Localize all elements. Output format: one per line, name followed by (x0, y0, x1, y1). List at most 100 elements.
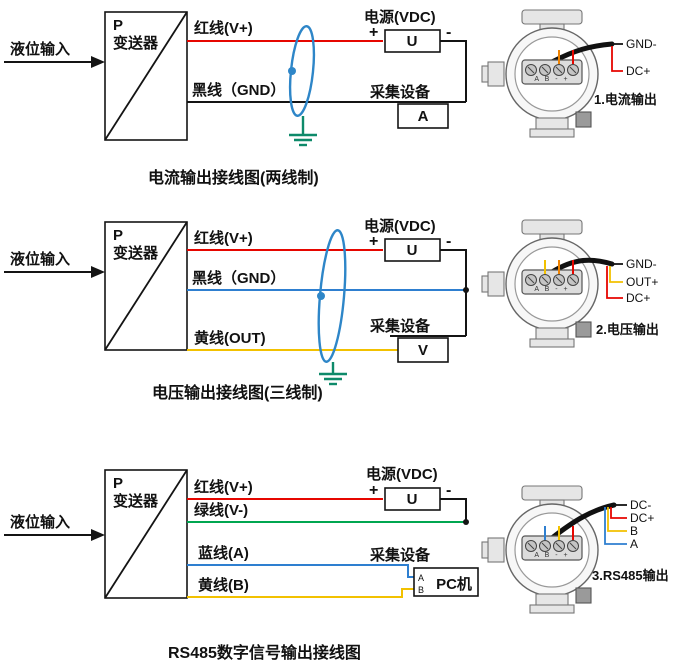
input-label: 液位输入 (10, 40, 70, 58)
device-illustration-voltage: A B - + GND- OUT+ DC+ 2.电压输出 (481, 219, 659, 348)
shield-junction-dot (288, 67, 296, 75)
section-caption: 电流输出接线图(两线制) (148, 168, 319, 187)
collector-title: 采集设备 (369, 317, 431, 335)
transmitter-box: P 变送器 (104, 469, 188, 599)
junction-dot (463, 519, 469, 525)
transmitter-name-label: 变送器 (113, 492, 159, 510)
plus-sign: + (369, 482, 378, 499)
input-arrow-head (91, 56, 105, 68)
minus-sign: - (446, 233, 451, 250)
lead-a (604, 507, 627, 545)
power-title: 电源(VDC) (364, 8, 436, 26)
lead-out-label: OUT+ (626, 275, 658, 289)
blue-wire-label: 蓝线(A) (198, 544, 249, 562)
power-title: 电源(VDC) (366, 465, 438, 483)
green-wire-label: 绿线(V-) (194, 501, 248, 519)
terminal-strip (521, 59, 583, 85)
collector-unit-box (397, 103, 449, 129)
red-wire-label: 红线(V+) (194, 229, 253, 247)
collector-unit-box (397, 337, 449, 363)
device-corner-block (575, 321, 592, 338)
collector-unit-label: V (418, 342, 428, 359)
power-unit-label: U (407, 242, 418, 259)
pc-rect (413, 567, 479, 597)
device-corner-block (575, 587, 592, 604)
yellow-wire (187, 588, 414, 598)
device-cable (549, 41, 615, 65)
pc-label: PC机 (436, 575, 472, 593)
lead-dcplus (610, 507, 627, 519)
input-label: 液位输入 (10, 513, 70, 531)
lead-dc-label: DC+ (626, 64, 650, 78)
power-return-wire (440, 40, 467, 102)
out-wire-label: 黄线(OUT) (194, 329, 266, 347)
terminal-strip (521, 269, 583, 295)
plus-sign: + (369, 24, 378, 41)
power-title: 电源(VDC) (364, 217, 436, 235)
device-cap (521, 219, 583, 235)
power-unit-label: U (407, 491, 418, 508)
lead-dcminus-label: DC- (630, 498, 651, 512)
terminal-labels: A B - + (534, 76, 569, 83)
device-caption: 1.电流输出 (594, 92, 657, 107)
lead-dc (606, 266, 623, 299)
power-return-wire (440, 249, 467, 336)
lead-dc-label: DC+ (626, 291, 650, 305)
lead-dc (611, 46, 623, 72)
lead-out (609, 266, 623, 283)
device-cap (521, 9, 583, 25)
device-bottom-base (529, 338, 575, 348)
section-caption: RS485数字信号输出接线图 (168, 643, 361, 662)
device-side-port (487, 271, 505, 297)
device-bottom-flange (535, 117, 569, 131)
device-bottom-base (529, 128, 575, 138)
shield-junction-dot (317, 292, 325, 300)
section-caption: 电压输出接线图(三线制) (152, 383, 323, 402)
power-return-wire (440, 498, 467, 522)
device-bottom-flange (535, 327, 569, 341)
transmitter-p-label: P (113, 227, 123, 244)
terminal-labels: A B - + (534, 552, 569, 559)
transmitter-diagonal (104, 221, 188, 351)
black-wire-label: 黑线（GND） (192, 81, 285, 99)
pc-terminal-b: B (418, 585, 424, 595)
transmitter-name-label: 变送器 (113, 34, 159, 52)
collector-unit-label: A (418, 108, 429, 125)
transmitter-box: P 变送器 (104, 221, 188, 351)
device-side-port-tip (481, 275, 489, 293)
pc-box: A B PC机 (413, 567, 479, 597)
device-bottom-flange (535, 593, 569, 607)
terminal-strip (521, 535, 583, 561)
transmitter-diagonal (104, 469, 188, 599)
transmitter-box: P 变送器 (104, 11, 188, 141)
ground-symbol (319, 372, 347, 386)
transmitter-p-label: P (113, 17, 123, 34)
device-illustration-rs485: A B - + DC- DC+ B A 3.RS485输出 (481, 485, 669, 614)
collector-title: 采集设备 (369, 546, 431, 564)
terminal-screws (525, 64, 579, 76)
transmitter-name-label: 变送器 (113, 244, 159, 262)
lead-dcplus-label: DC+ (630, 511, 654, 525)
transmitter-p-label: P (113, 475, 123, 492)
minus-sign: - (446, 482, 451, 499)
junction-dot (463, 287, 469, 293)
device-illustration-current: A B - + GND- DC+ 1.电流输出 (481, 9, 657, 138)
device-caption: 3.RS485输出 (592, 568, 669, 583)
terminal-screws (525, 274, 579, 286)
input-arrow-head (91, 529, 105, 541)
yellow-wire-label: 黄线(B) (198, 576, 249, 594)
lead-gnd-label: GND- (626, 257, 657, 271)
device-corner-block (575, 111, 592, 128)
section-voltage-output: 液位输入 P 变送器 红线(V+) 黑线（GND） 黄线(OUT) 电源(VDC… (4, 217, 659, 402)
gnd-wire-label: 黑线（GND） (192, 269, 285, 287)
lead-b-label: B (630, 524, 638, 538)
device-side-port-tip (481, 65, 489, 83)
lead-b (607, 507, 627, 532)
red-wire-label: 红线(V+) (194, 19, 253, 37)
pc-terminal-a: A (418, 573, 424, 583)
input-arrow-head (91, 266, 105, 278)
device-side-port-tip (481, 541, 489, 559)
red-wire-label: 红线(V+) (194, 478, 253, 496)
